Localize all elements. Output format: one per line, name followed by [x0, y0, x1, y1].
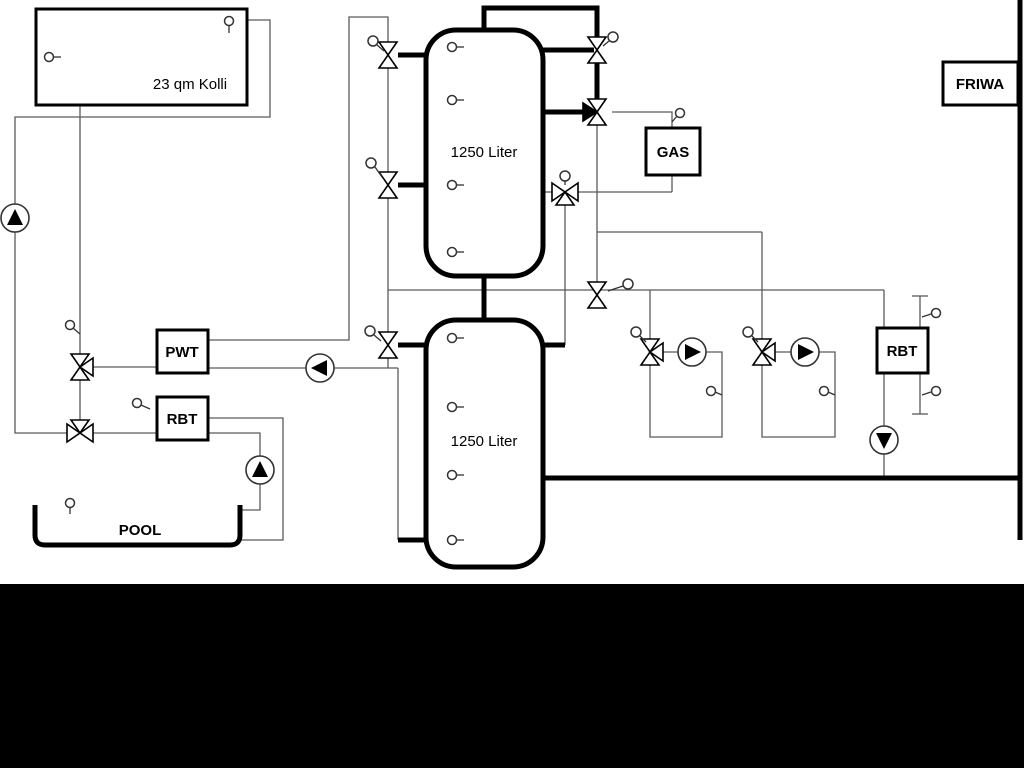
tank2-sensor-1: [446, 332, 464, 344]
pwt-box: [155, 328, 210, 375]
rbt-left-box: [155, 395, 210, 442]
tank2-sensor-2: [446, 401, 464, 413]
pumps: [0, 203, 899, 485]
pool-valve: [66, 419, 94, 444]
buffer-tank-2: [423, 317, 546, 570]
circuit2-pump: [790, 337, 820, 367]
gas-sensor: [671, 107, 686, 123]
gas-label: GAS: [657, 144, 690, 161]
rbt-right-label: RBT: [887, 343, 918, 360]
gas-valve: [582, 98, 608, 126]
buffer-tank-1: [423, 27, 546, 279]
pipe-network-thick: [398, 0, 1023, 543]
tank1-mid-valve: [365, 157, 399, 199]
circuit1-sensor: [705, 385, 723, 397]
rbt-left-label: RBT: [167, 411, 198, 428]
tank1-label: 1250 Liter: [451, 144, 518, 161]
rbt-right-box: [875, 326, 930, 375]
pipe-network-thin: [14, 16, 928, 541]
circuit2-valve: [742, 326, 776, 366]
circuit1-pump: [677, 337, 707, 367]
boiler-return-valve: [551, 170, 579, 206]
rbt-right-sensor-bottom: [921, 385, 942, 397]
gas-boiler-box: [644, 126, 702, 177]
pwt-label: PWT: [165, 344, 198, 361]
pwt-valve: [69, 353, 94, 381]
rbt-right-sensor-top: [921, 307, 942, 319]
valves: [66, 31, 776, 444]
pool-pump: [245, 455, 275, 485]
distributor-valve: [586, 278, 634, 309]
tank2-valve: [364, 325, 399, 359]
pool-label: POOL: [119, 522, 162, 539]
tank1-sensor-1: [446, 41, 464, 53]
tank1-sensor-2: [446, 94, 464, 106]
pwt-pump: [305, 353, 335, 383]
circuit1-valve: [630, 326, 664, 366]
tank2-sensor-4: [446, 534, 464, 546]
solar-collector-box: [34, 7, 249, 107]
tank2-sensor-3: [446, 469, 464, 481]
solar-pump: [0, 203, 30, 233]
collector-label: 23 qm Kolli: [153, 76, 227, 93]
circuit2-sensor: [818, 385, 836, 397]
temperature-sensors: [43, 15, 942, 546]
tank1-sensor-4: [446, 246, 464, 258]
collector-sensor-left: [43, 51, 61, 63]
tank1-top-valve: [367, 35, 399, 69]
rbt-pump: [869, 425, 899, 455]
pool-sensor: [64, 497, 76, 514]
header-valve: [586, 31, 619, 64]
collector-sensor-top: [223, 15, 235, 33]
friwa-label: FRIWA: [956, 76, 1004, 93]
letterbox-bottom: [0, 584, 1024, 768]
rbt-left-sensor: [131, 397, 151, 410]
tank2-label: 1250 Liter: [451, 433, 518, 450]
tank1-sensor-3: [446, 179, 464, 191]
friwa-box: [941, 60, 1020, 107]
pool-basin: [32, 505, 243, 548]
solar-line-sensor: [64, 319, 81, 335]
